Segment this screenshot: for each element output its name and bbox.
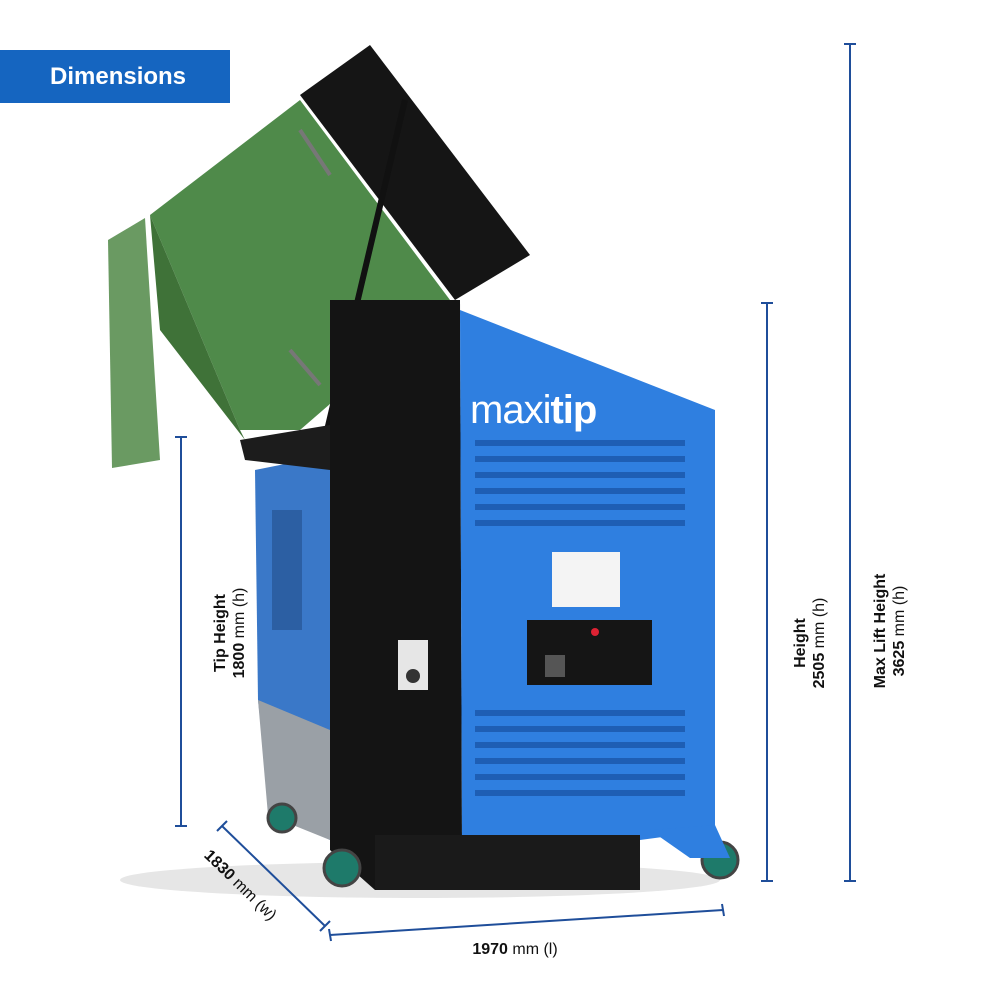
bin-lid — [108, 218, 160, 468]
max-lift-unit: mm (h) — [891, 585, 908, 637]
length-label: 1970 mm (l) — [440, 940, 590, 959]
max-lift-line — [849, 43, 851, 882]
instruction-sticker — [552, 552, 620, 607]
max-lift-value: 3625 — [891, 640, 908, 677]
height-line — [766, 302, 768, 882]
lower-vent — [475, 710, 685, 796]
height-label: Height 2505 mm (h) — [791, 553, 829, 733]
length-unit: mm (l) — [512, 941, 558, 958]
upper-vent — [475, 440, 685, 526]
length-value: 1970 — [472, 941, 508, 958]
rear-vent — [272, 510, 302, 630]
height-title: Height — [792, 618, 809, 668]
tip-height-line — [180, 436, 182, 827]
brand-prefix: maxi — [470, 388, 551, 432]
brand-suffix: tip — [550, 388, 597, 432]
tip-height-label: Tip Height 1800 mm (h) — [211, 543, 249, 723]
badge-label: Dimensions — [50, 62, 187, 90]
height-value: 2505 — [811, 652, 828, 689]
rear-support — [650, 825, 730, 858]
key-switch — [406, 669, 420, 683]
brand-logo: maxitip — [470, 388, 597, 433]
cabinet-base — [375, 835, 640, 890]
bin-side — [150, 215, 245, 440]
tip-height-title: Tip Height — [212, 594, 229, 672]
lift-frame — [300, 45, 530, 300]
width-line — [221, 825, 326, 927]
tip-height-unit: mm (h) — [231, 587, 248, 639]
black-tower — [330, 300, 462, 890]
max-lift-label: Max Lift Height 3625 mm (h) — [871, 541, 909, 721]
max-lift-title: Max Lift Height — [872, 573, 889, 689]
tip-chute — [240, 425, 330, 470]
dimensions-badge: Dimensions — [0, 50, 230, 103]
height-unit: mm (h) — [811, 597, 828, 649]
tip-height-value: 1800 — [231, 642, 248, 679]
